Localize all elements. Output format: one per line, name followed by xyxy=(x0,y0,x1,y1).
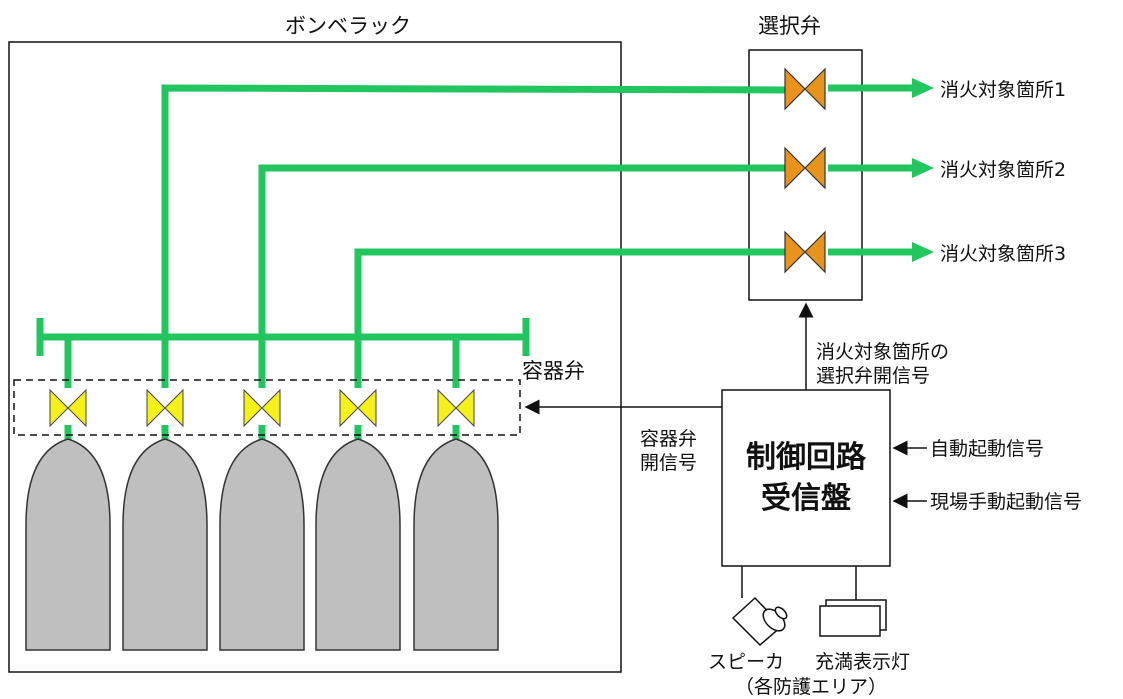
container-valve xyxy=(357,388,377,428)
selector-signal-label-1: 消火対象箇所の xyxy=(816,341,949,363)
branch-pipe-2 xyxy=(258,164,785,337)
selector-valve-label: 選択弁 xyxy=(758,14,821,38)
co2-piping xyxy=(36,84,915,442)
container-valve xyxy=(261,388,281,428)
manual-start-signal-label: 現場手動起動信号 xyxy=(930,491,1082,513)
cylinder xyxy=(315,438,401,651)
container-valve xyxy=(146,388,166,428)
cylinder xyxy=(413,438,499,651)
speaker-label: スピーカ xyxy=(708,651,784,673)
container-valve-label: 容器弁 xyxy=(522,359,585,383)
selector-valve-1 xyxy=(804,67,826,111)
target-label-1: 消火対象箇所1 xyxy=(940,79,1066,101)
signal-lines xyxy=(524,302,927,602)
cylinder-rack-box xyxy=(8,41,622,673)
container-valve xyxy=(67,388,87,428)
branch-pipe-3 xyxy=(354,248,785,337)
cylinder xyxy=(122,438,208,651)
control-panel-line-2: 受信盤 xyxy=(761,481,851,516)
rack-label: ボンベラック xyxy=(285,14,411,38)
cylinder xyxy=(219,438,305,651)
lamp-icon xyxy=(819,599,887,637)
cylinder xyxy=(25,438,111,651)
selector-valve-1 xyxy=(784,67,806,111)
outlet-arrow-1 xyxy=(912,78,934,98)
container-valve xyxy=(437,388,457,428)
container-valve xyxy=(49,388,69,428)
target-label-2: 消火対象箇所2 xyxy=(940,159,1066,181)
speaker-icon xyxy=(731,596,788,647)
gas-cylinders xyxy=(25,438,499,651)
branch-pipe-1 xyxy=(161,84,786,337)
selector-valve-2 xyxy=(804,146,826,190)
target-label-3: 消火対象箇所3 xyxy=(940,243,1066,265)
container-valve xyxy=(339,388,359,428)
selector-valve-3 xyxy=(784,230,806,274)
control-panel-box xyxy=(721,389,891,567)
container-valves xyxy=(49,388,475,428)
selector-valve-2 xyxy=(784,146,806,190)
container-signal-label-2: 開信号 xyxy=(640,452,697,474)
protection-area-label: （各防護エリア） xyxy=(735,676,887,698)
container-valve xyxy=(164,388,184,428)
container-valve-box xyxy=(13,379,521,436)
container-signal-label-1: 容器弁 xyxy=(640,428,697,450)
selector-valve-box xyxy=(748,49,863,301)
selector-valve-3 xyxy=(804,230,826,274)
outlet-arrow-3 xyxy=(912,242,934,262)
container-valve xyxy=(455,388,475,428)
container-valve xyxy=(243,388,263,428)
outlet-arrow-2 xyxy=(912,158,934,178)
control-panel-line-1: 制御回路 xyxy=(746,440,867,475)
selector-valves xyxy=(784,67,826,274)
auto-start-signal-label: 自動起動信号 xyxy=(930,438,1044,460)
selector-signal-label-2: 選択弁開信号 xyxy=(816,365,930,387)
full-lamp-label: 充満表示灯 xyxy=(815,651,910,673)
